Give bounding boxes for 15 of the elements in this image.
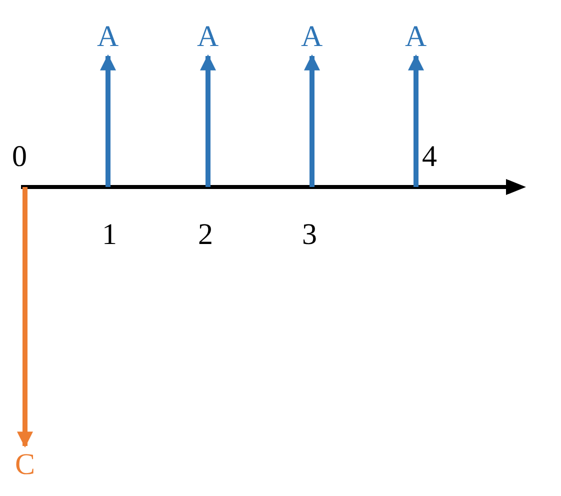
cash-flow-arrow: [200, 54, 216, 187]
cash-flow-arrow: [304, 54, 320, 187]
amount-label: A: [405, 22, 427, 52]
period-number: 1: [102, 220, 117, 250]
amount-label: A: [301, 22, 323, 52]
cash-flow-arrow: [100, 54, 116, 187]
amount-label: A: [97, 22, 119, 52]
amount-label: A: [197, 22, 219, 52]
cash-flow-arrow: [408, 54, 424, 187]
period-number: 0: [12, 142, 27, 172]
period-number: 3: [302, 220, 317, 250]
period-number: 2: [198, 220, 213, 250]
amount-label: C: [15, 450, 36, 480]
period-number: 4: [422, 142, 437, 172]
cash-flow-arrow: [17, 187, 33, 448]
